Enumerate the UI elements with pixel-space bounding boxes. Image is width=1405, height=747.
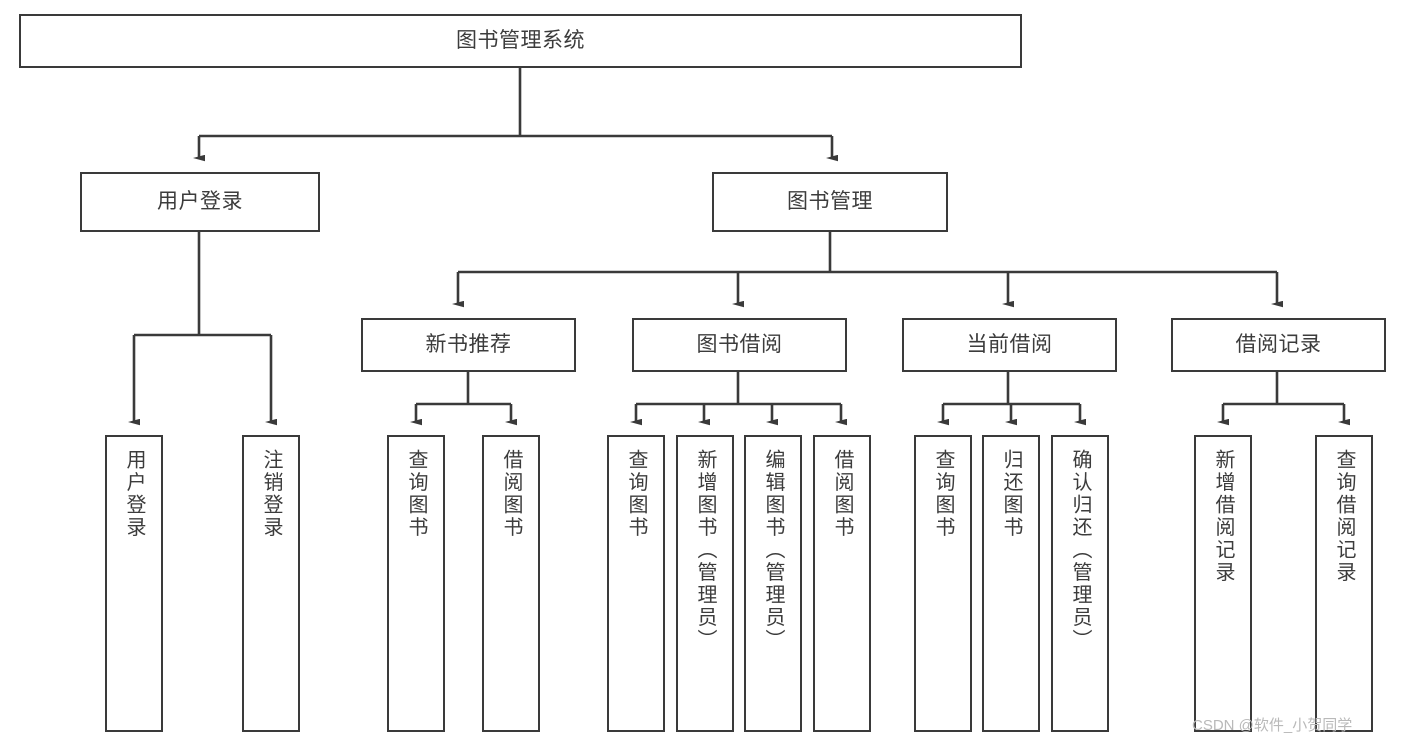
node-current-borrow[interactable]: 当前借阅: [902, 318, 1117, 372]
node-borrow-record[interactable]: 借阅记录: [1171, 318, 1386, 372]
leaf-edit-book-label: 编辑图书（管理员）: [762, 449, 784, 652]
leaf-add-borrow-record[interactable]: 新增借阅记录: [1194, 435, 1252, 732]
csdn-watermark: CSDN @软件_小贺同学: [1192, 717, 1353, 734]
leaf-logout-label: 注销登录: [260, 449, 282, 539]
leaf-edit-book[interactable]: 编辑图书（管理员）: [744, 435, 802, 732]
node-root[interactable]: 图书管理系统: [19, 14, 1022, 68]
node-new-book-recommend-label: 新书推荐: [425, 332, 512, 356]
node-book-management[interactable]: 图书管理: [712, 172, 948, 232]
node-borrow-record-label: 借阅记录: [1235, 332, 1322, 356]
leaf-user-login-label: 用户登录: [123, 449, 145, 539]
node-current-borrow-label: 当前借阅: [966, 332, 1053, 356]
leaf-return-book[interactable]: 归还图书: [982, 435, 1040, 732]
leaf-query-borrow-record[interactable]: 查询借阅记录: [1315, 435, 1373, 732]
node-user-login[interactable]: 用户登录: [80, 172, 320, 232]
leaf-add-book-label: 新增图书（管理员）: [694, 449, 716, 652]
leaf-query-book-3-label: 查询图书: [932, 449, 954, 539]
leaf-query-book-3[interactable]: 查询图书: [914, 435, 972, 732]
leaf-query-borrow-record-label: 查询借阅记录: [1333, 449, 1355, 584]
leaf-borrow-book-2-label: 借阅图书: [831, 449, 853, 539]
leaf-query-book-2[interactable]: 查询图书: [607, 435, 665, 732]
leaf-add-book[interactable]: 新增图书（管理员）: [676, 435, 734, 732]
leaf-add-borrow-record-label: 新增借阅记录: [1212, 449, 1234, 584]
leaf-confirm-return[interactable]: 确认归还（管理员）: [1051, 435, 1109, 732]
leaf-query-book-2-label: 查询图书: [625, 449, 647, 539]
leaf-user-login[interactable]: 用户登录: [105, 435, 163, 732]
node-root-label: 图书管理系统: [456, 28, 585, 52]
leaf-return-book-label: 归还图书: [1000, 449, 1022, 539]
leaf-query-book-1[interactable]: 查询图书: [387, 435, 445, 732]
leaf-borrow-book-1[interactable]: 借阅图书: [482, 435, 540, 732]
leaf-confirm-return-label: 确认归还（管理员）: [1069, 449, 1091, 652]
node-new-book-recommend[interactable]: 新书推荐: [361, 318, 576, 372]
leaf-borrow-book-1-label: 借阅图书: [500, 449, 522, 539]
leaf-query-book-1-label: 查询图书: [405, 449, 427, 539]
leaf-borrow-book-2[interactable]: 借阅图书: [813, 435, 871, 732]
node-book-borrow[interactable]: 图书借阅: [632, 318, 847, 372]
node-book-borrow-label: 图书借阅: [696, 332, 783, 356]
leaf-logout[interactable]: 注销登录: [242, 435, 300, 732]
node-user-login-label: 用户登录: [157, 189, 243, 213]
node-book-management-label: 图书管理: [787, 189, 873, 213]
